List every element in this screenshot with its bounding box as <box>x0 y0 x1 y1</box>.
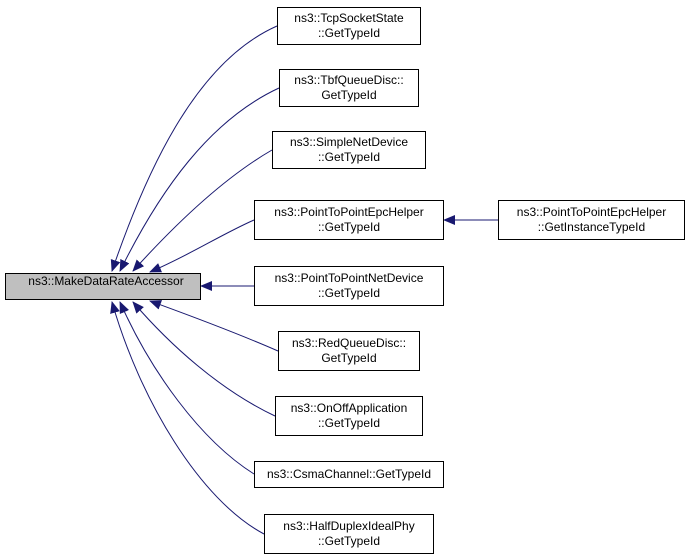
edge-simple-net-device <box>132 149 273 272</box>
node-half-duplex-ideal-phy-line-2: ::GetTypeId <box>317 534 381 548</box>
node-half-duplex-ideal-phy-line-1: ns3::HalfDuplexIdealPhy <box>283 519 415 533</box>
edge-half-duplex-ideal-phy <box>110 301 265 535</box>
node-on-off-application-line-1: ns3::OnOffApplication <box>290 401 408 415</box>
node-tcp-socket-state-line-2: ::GetTypeId <box>317 26 381 40</box>
edge-tcp-socket-state <box>110 25 278 272</box>
node-point-to-point-net-device-line-2: ::GetTypeId <box>317 286 381 300</box>
node-point-to-point-epc-helper-line-1: ns3::PointToPointEpcHelper <box>274 205 424 219</box>
node-half-duplex-ideal-phy[interactable]: ns3::HalfDuplexIdealPhy ::GetTypeId <box>264 514 434 554</box>
node-on-off-application[interactable]: ns3::OnOffApplication ::GetTypeId <box>275 396 423 436</box>
node-red-queue-disc-line-2: GetTypeId <box>321 351 377 365</box>
edge-red-queue-disc <box>149 300 279 352</box>
node-simple-net-device-line-2: ::GetTypeId <box>317 150 381 164</box>
node-csma-channel[interactable]: ns3::CsmaChannel::GetTypeId <box>254 461 444 488</box>
node-red-queue-disc-line-1: ns3::RedQueueDisc:: <box>291 336 407 350</box>
edge-tbf-queue-disc <box>119 87 280 272</box>
node-simple-net-device[interactable]: ns3::SimpleNetDevice ::GetTypeId <box>272 131 426 169</box>
node-red-queue-disc[interactable]: ns3::RedQueueDisc:: GetTypeId <box>278 331 420 371</box>
node-tcp-socket-state-line-1: ns3::TcpSocketState <box>294 11 404 25</box>
edge-point-to-point-epc-helper <box>149 219 255 273</box>
node-on-off-application-line-2: ::GetTypeId <box>317 416 381 430</box>
node-point-to-point-epc-helper-instance[interactable]: ns3::PointToPointEpcHelper ::GetInstance… <box>498 200 685 240</box>
node-tbf-queue-disc-line-1: ns3::TbfQueueDisc:: <box>294 73 404 87</box>
root-node: ns3::MakeDataRateAccessor <box>5 273 201 300</box>
edge-csma-channel <box>119 301 255 475</box>
node-point-to-point-net-device[interactable]: ns3::PointToPointNetDevice ::GetTypeId <box>254 266 444 306</box>
node-point-to-point-epc-helper-instance-line-2: ::GetInstanceTypeId <box>537 220 646 234</box>
edge-on-off-application <box>132 301 276 417</box>
node-simple-net-device-line-1: ns3::SimpleNetDevice <box>289 135 409 149</box>
node-tcp-socket-state[interactable]: ns3::TcpSocketState ::GetTypeId <box>277 7 421 45</box>
node-point-to-point-epc-helper[interactable]: ns3::PointToPointEpcHelper ::GetTypeId <box>254 200 444 240</box>
node-point-to-point-net-device-line-1: ns3::PointToPointNetDevice <box>274 271 424 285</box>
root-node-label: ns3::MakeDataRateAccessor <box>28 274 184 288</box>
node-csma-channel-line-1: ns3::CsmaChannel::GetTypeId <box>266 467 432 481</box>
node-tbf-queue-disc-line-2: GetTypeId <box>321 88 377 102</box>
node-point-to-point-epc-helper-line-2: ::GetTypeId <box>317 220 381 234</box>
node-point-to-point-epc-helper-instance-line-1: ns3::PointToPointEpcHelper <box>516 205 667 219</box>
node-tbf-queue-disc[interactable]: ns3::TbfQueueDisc:: GetTypeId <box>279 69 419 107</box>
